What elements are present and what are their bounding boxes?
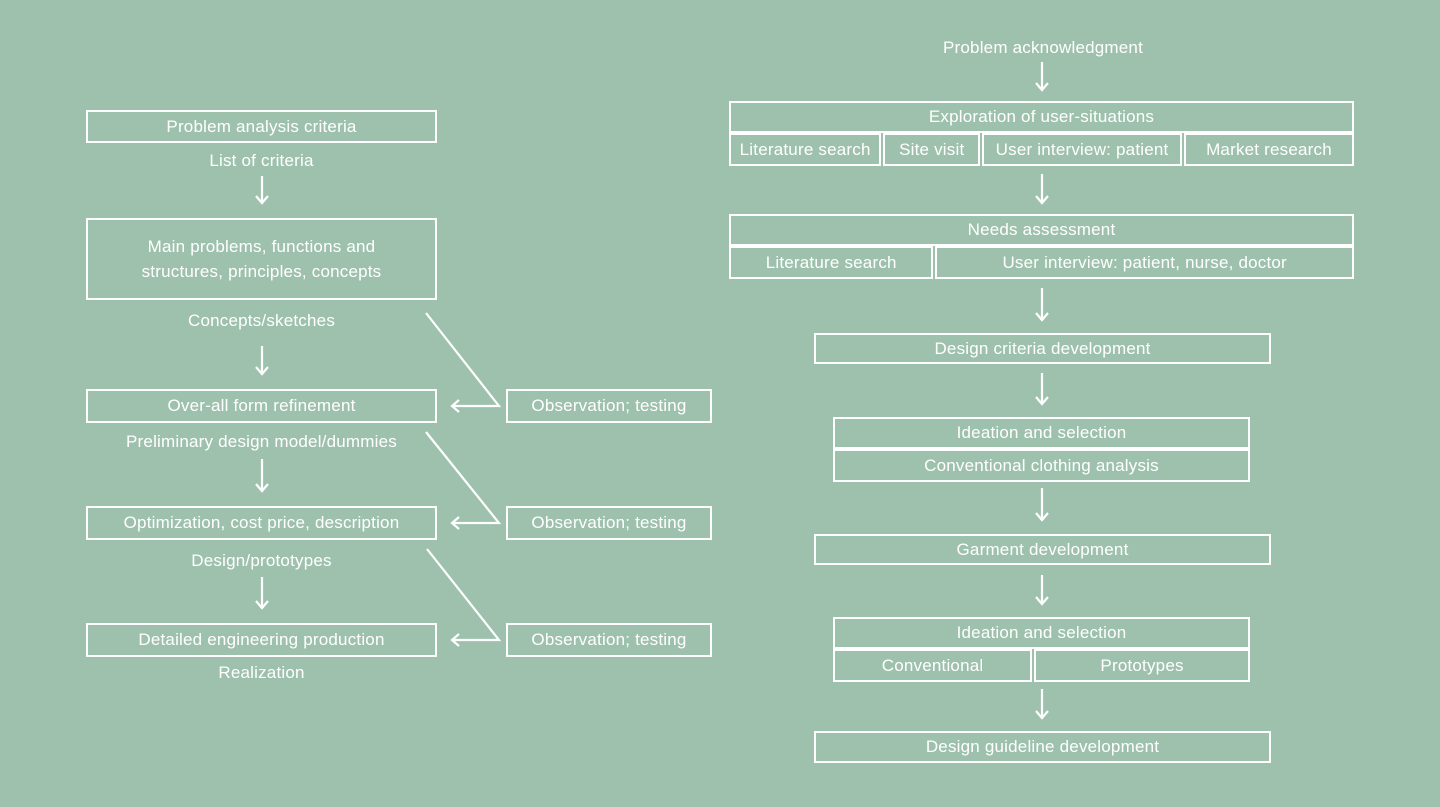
- process-box-main-problems: Main problems, functions and structures,…: [86, 218, 437, 300]
- stage-header: Ideation and selection: [833, 617, 1250, 649]
- process-box-problem-analysis: Problem analysis criteria: [86, 110, 437, 143]
- stage-cell: Literature search: [729, 133, 882, 166]
- stage-header: Ideation and selection: [833, 417, 1250, 449]
- process-box-form-refinement: Over-all form refinement: [86, 389, 437, 423]
- stage-cell: User interview: patient, nurse, doctor: [935, 246, 1354, 279]
- stage-design-guideline-development: Design guideline development: [814, 731, 1271, 763]
- stage-design-criteria-development: Design criteria development: [814, 333, 1271, 364]
- stage-cell: User interview: patient: [982, 133, 1182, 166]
- stage-needs-assessment: Needs assessment Literature search User …: [729, 214, 1354, 279]
- feedback-connector-3: [426, 548, 502, 647]
- deliverable-label-realization: Realization: [218, 663, 305, 682]
- stage-cell: Literature search: [729, 246, 934, 279]
- observation-box-1: Observation; testing: [506, 389, 712, 423]
- observation-box-2: Observation; testing: [506, 506, 712, 540]
- stage-cell: Conventional clothing analysis: [833, 449, 1250, 482]
- stage-cell: Conventional: [833, 649, 1033, 682]
- stage-cell: Prototypes: [1034, 649, 1250, 682]
- stage-cell: Site visit: [883, 133, 981, 166]
- stage-exploration-of-user-situations: Exploration of user-situations Literatur…: [729, 101, 1355, 166]
- stage-cell-row: Conventional clothing analysis: [833, 449, 1250, 482]
- stage-cell-row: Literature search User interview: patien…: [729, 246, 1354, 279]
- stage-cell-row: Conventional Prototypes: [833, 649, 1250, 682]
- stage-garment-development: Garment development: [814, 534, 1271, 565]
- deliverable-label-preliminary-model: Preliminary design model/dummies: [126, 432, 397, 451]
- deliverable-label-list-of-criteria: List of criteria: [209, 151, 314, 170]
- deliverable-label-concepts-sketches: Concepts/sketches: [187, 311, 336, 330]
- observation-box-3: Observation; testing: [506, 623, 712, 657]
- stage-ideation-and-selection-2: Ideation and selection Conventional Prot…: [833, 617, 1250, 682]
- stage-ideation-and-selection-1: Ideation and selection Conventional clot…: [833, 417, 1250, 482]
- stage-header: Needs assessment: [729, 214, 1354, 246]
- stage-cell-row: Literature search Site visit User interv…: [729, 133, 1355, 166]
- deliverable-label-design-prototypes: Design/prototypes: [191, 551, 332, 570]
- stage-header: Exploration of user-situations: [729, 101, 1354, 133]
- process-box-detailed-engineering: Detailed engineering production: [86, 623, 437, 657]
- stage-cell: Market research: [1183, 133, 1355, 166]
- start-label-problem-acknowledgment: Problem acknowledgment: [943, 38, 1143, 57]
- process-box-optimization: Optimization, cost price, description: [86, 506, 437, 540]
